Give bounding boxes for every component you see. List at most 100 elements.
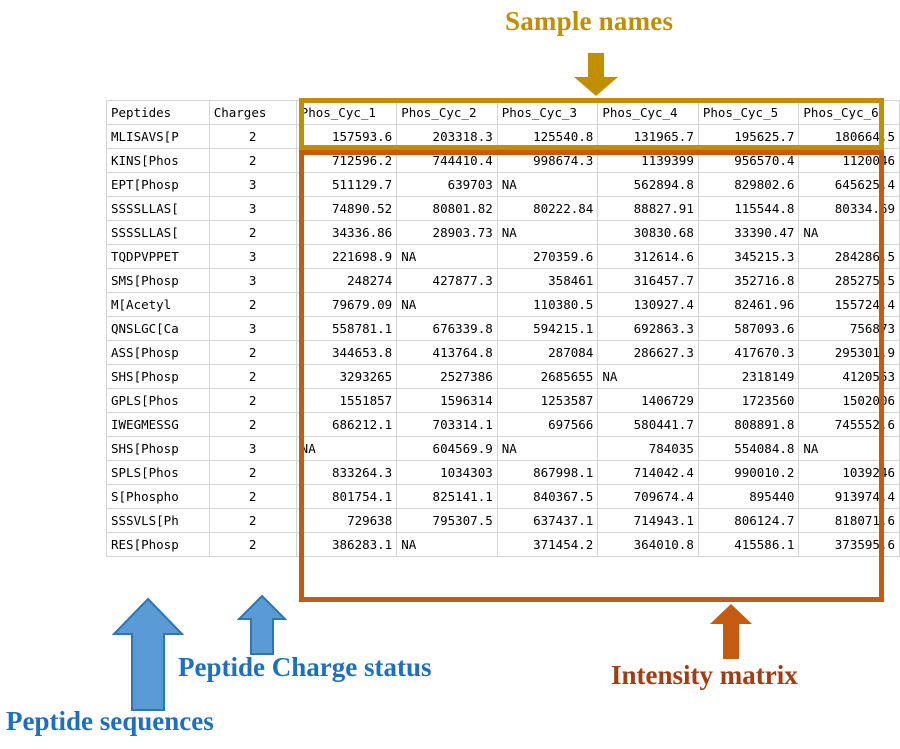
cell-intensity[interactable]: 203318.3 xyxy=(396,124,498,149)
cell-peptide[interactable]: RES[Phosp xyxy=(106,532,210,557)
cell-peptide[interactable]: SSSVLS[Ph xyxy=(106,508,210,533)
cell-peptide[interactable]: MLISAVS[P xyxy=(106,124,210,149)
cell-charge[interactable]: 3 xyxy=(208,244,297,269)
cell-intensity[interactable]: 829802.6 xyxy=(697,172,800,197)
cell-intensity[interactable]: 801754.1 xyxy=(295,484,398,509)
cell-peptide[interactable]: IWEGMESSG xyxy=(106,412,210,437)
cell-charge[interactable]: 3 xyxy=(208,316,297,341)
cell-intensity[interactable]: 286627.3 xyxy=(597,340,699,365)
cell-intensity[interactable]: 221698.9 xyxy=(295,244,398,269)
cell-charge[interactable]: 2 xyxy=(208,388,297,413)
cell-intensity[interactable]: 645625.4 xyxy=(798,172,900,197)
cell-intensity[interactable]: 744410.4 xyxy=(396,148,498,173)
cell-intensity[interactable]: 825141.1 xyxy=(396,484,498,509)
column-header-sample-6[interactable]: Phos_Cyc_6 xyxy=(798,100,900,125)
cell-intensity[interactable]: 373595.6 xyxy=(798,532,900,557)
cell-intensity[interactable]: 2685655 xyxy=(496,364,599,389)
cell-charge[interactable]: 3 xyxy=(208,172,297,197)
cell-intensity[interactable]: 284286.5 xyxy=(798,244,900,269)
cell-peptide[interactable]: KINS[Phos xyxy=(106,148,210,173)
cell-intensity[interactable]: 295301.9 xyxy=(798,340,900,365)
cell-peptide[interactable]: M[Acetyl xyxy=(106,292,210,317)
cell-intensity[interactable]: NA xyxy=(396,244,498,269)
cell-peptide[interactable]: S[Phospho xyxy=(106,484,210,509)
cell-intensity[interactable]: NA xyxy=(798,436,900,461)
cell-intensity[interactable]: 1406729 xyxy=(597,388,699,413)
cell-intensity[interactable]: 990010.2 xyxy=(697,460,800,485)
column-header-peptides[interactable]: Peptides xyxy=(106,100,210,125)
cell-intensity[interactable]: 714943.1 xyxy=(597,508,699,533)
cell-peptide[interactable]: QNSLGC[Ca xyxy=(106,316,210,341)
cell-intensity[interactable]: 195625.7 xyxy=(697,124,800,149)
cell-intensity[interactable]: 712596.2 xyxy=(295,148,398,173)
cell-intensity[interactable]: 784035 xyxy=(597,436,699,461)
cell-charge[interactable]: 2 xyxy=(208,460,297,485)
cell-charge[interactable]: 3 xyxy=(208,196,297,221)
cell-peptide[interactable]: EPT[Phosp xyxy=(106,172,210,197)
cell-intensity[interactable]: 131965.7 xyxy=(597,124,699,149)
cell-peptide[interactable]: TQDPVPPET xyxy=(106,244,210,269)
cell-charge[interactable]: 2 xyxy=(208,508,297,533)
cell-intensity[interactable]: 795307.5 xyxy=(396,508,498,533)
cell-intensity[interactable]: 427877.3 xyxy=(396,268,498,293)
cell-intensity[interactable]: 415586.1 xyxy=(697,532,800,557)
cell-intensity[interactable]: 1723560 xyxy=(697,388,800,413)
cell-intensity[interactable]: 417670.3 xyxy=(697,340,800,365)
cell-intensity[interactable]: 386283.1 xyxy=(295,532,398,557)
cell-intensity[interactable]: 703314.1 xyxy=(396,412,498,437)
cell-intensity[interactable]: 729638 xyxy=(295,508,398,533)
cell-peptide[interactable]: SPLS[Phos xyxy=(106,460,210,485)
cell-intensity[interactable]: 604569.9 xyxy=(396,436,498,461)
cell-intensity[interactable]: 82461.96 xyxy=(697,292,800,317)
cell-intensity[interactable]: 554084.8 xyxy=(697,436,800,461)
cell-intensity[interactable]: 913974.4 xyxy=(798,484,900,509)
column-header-charges[interactable]: Charges xyxy=(208,100,297,125)
column-header-sample-5[interactable]: Phos_Cyc_5 xyxy=(697,100,800,125)
cell-peptide[interactable]: SHS[Phosp xyxy=(106,436,210,461)
cell-intensity[interactable]: 287084 xyxy=(496,340,599,365)
cell-intensity[interactable]: 28903.73 xyxy=(396,220,498,245)
cell-intensity[interactable]: 562894.8 xyxy=(597,172,699,197)
cell-intensity[interactable]: 956570.4 xyxy=(697,148,800,173)
column-header-sample-1[interactable]: Phos_Cyc_1 xyxy=(295,100,398,125)
cell-intensity[interactable]: 3293265 xyxy=(295,364,398,389)
cell-peptide[interactable]: SSSSLLAS[ xyxy=(106,196,210,221)
cell-intensity[interactable]: 345215.3 xyxy=(697,244,800,269)
cell-peptide[interactable]: SHS[Phosp xyxy=(106,364,210,389)
cell-charge[interactable]: 3 xyxy=(208,436,297,461)
cell-charge[interactable]: 2 xyxy=(208,340,297,365)
cell-intensity[interactable]: 80222.84 xyxy=(496,196,599,221)
cell-charge[interactable]: 2 xyxy=(208,412,297,437)
cell-intensity[interactable]: 125540.8 xyxy=(496,124,599,149)
cell-intensity[interactable]: 1253587 xyxy=(496,388,599,413)
cell-charge[interactable]: 3 xyxy=(208,268,297,293)
cell-intensity[interactable]: 840367.5 xyxy=(496,484,599,509)
cell-intensity[interactable]: 818071.6 xyxy=(798,508,900,533)
cell-intensity[interactable]: 413764.8 xyxy=(396,340,498,365)
cell-intensity[interactable]: 714042.4 xyxy=(597,460,699,485)
cell-intensity[interactable]: 80334.69 xyxy=(798,196,900,221)
cell-charge[interactable]: 2 xyxy=(208,292,297,317)
cell-intensity[interactable]: NA xyxy=(496,436,599,461)
cell-peptide[interactable]: SSSSLLAS[ xyxy=(106,220,210,245)
cell-intensity[interactable]: 30830.68 xyxy=(597,220,699,245)
cell-intensity[interactable]: 594215.1 xyxy=(496,316,599,341)
column-header-sample-3[interactable]: Phos_Cyc_3 xyxy=(496,100,599,125)
cell-intensity[interactable]: 74890.52 xyxy=(295,196,398,221)
cell-intensity[interactable]: 2527386 xyxy=(396,364,498,389)
cell-intensity[interactable]: 79679.09 xyxy=(295,292,398,317)
cell-charge[interactable]: 2 xyxy=(208,148,297,173)
cell-intensity[interactable]: 285275.5 xyxy=(798,268,900,293)
cell-intensity[interactable]: 316457.7 xyxy=(597,268,699,293)
cell-intensity[interactable]: 157593.6 xyxy=(295,124,398,149)
cell-charge[interactable]: 2 xyxy=(208,124,297,149)
cell-intensity[interactable]: 697566 xyxy=(496,412,599,437)
cell-intensity[interactable]: 833264.3 xyxy=(295,460,398,485)
cell-intensity[interactable]: 248274 xyxy=(295,268,398,293)
cell-intensity[interactable]: 1139399 xyxy=(597,148,699,173)
cell-intensity[interactable]: 808891.8 xyxy=(697,412,800,437)
cell-intensity[interactable]: NA xyxy=(295,436,398,461)
cell-intensity[interactable]: 364010.8 xyxy=(597,532,699,557)
cell-intensity[interactable]: 110380.5 xyxy=(496,292,599,317)
cell-intensity[interactable]: 1039246 xyxy=(798,460,900,485)
